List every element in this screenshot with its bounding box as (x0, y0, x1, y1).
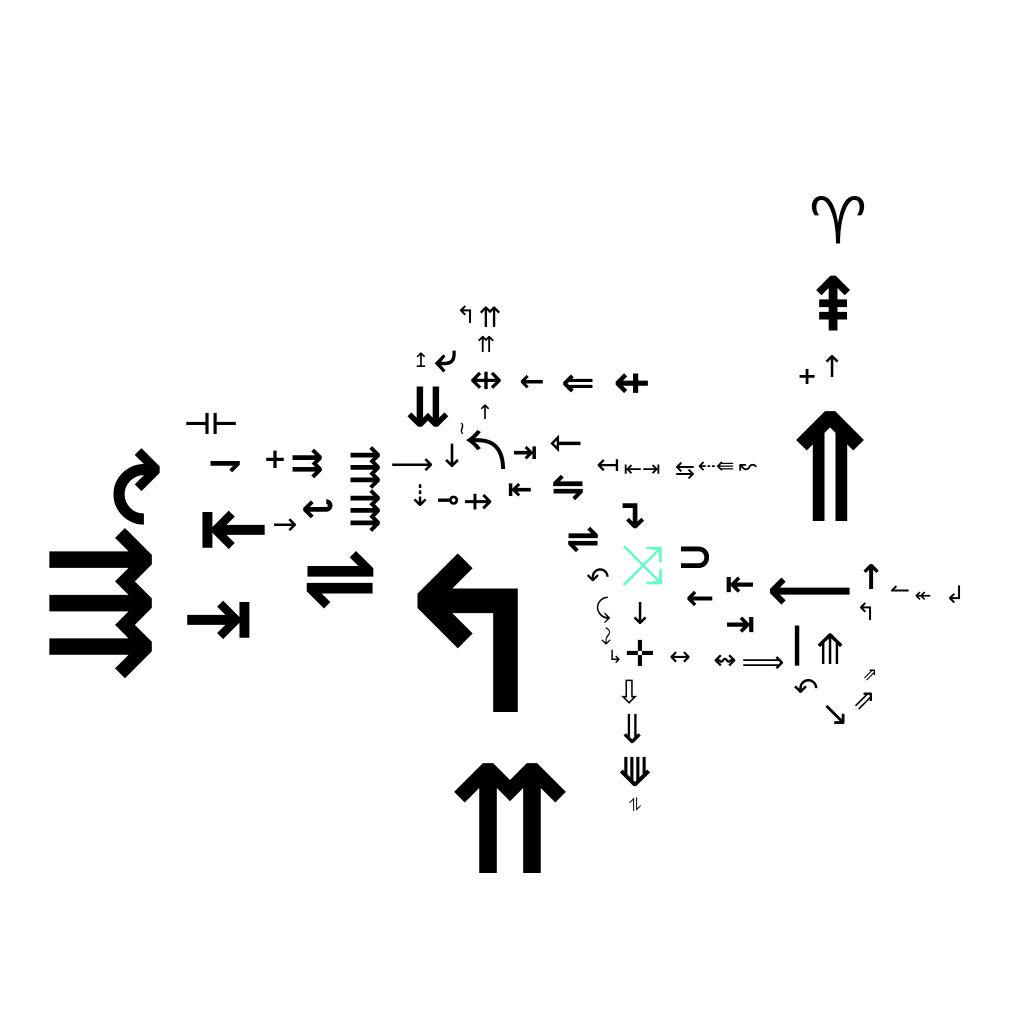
northeast-double-arrow-icon: ⇗ (852, 683, 876, 716)
left-right-arrow-icon: ↔ (669, 642, 691, 672)
dashed-down-arrow-icon: ⇣ (407, 479, 433, 514)
double-left-arrow-icon: ⇐ (561, 360, 595, 406)
white-northeast-arrow-icon: ⇗ (862, 664, 878, 685)
left-arrow-from-bar-icon: ↤ (596, 448, 620, 481)
long-double-right-arrow-icon: ⟹ (741, 645, 785, 680)
wave-down-arrow-icon: ⤳ (594, 626, 622, 646)
bar-icon: | (789, 620, 805, 666)
arrows-bar-icon: ⇤⇥ (623, 457, 661, 482)
left-arrow-from-bar-icon: ⇤ (507, 472, 533, 507)
white-down-arrow-icon: ⇩ (615, 673, 643, 711)
paired-up-arrows-icon: ⇈ (447, 735, 573, 909)
triple-up-arrow-icon: ⤊ (812, 625, 848, 674)
paired-up-arrows-icon: ⇈ (476, 333, 496, 358)
right-arrow-icon: → (272, 507, 298, 542)
down-then-left-arrow-icon: ↲ (944, 581, 966, 609)
cross-left-arrow-icon: ⇹ (469, 357, 503, 403)
open-left-arrow-icon: ⇽ (549, 420, 583, 466)
cross-icon: ✛ (624, 634, 656, 675)
up-arrow-icon: ↥ (412, 348, 430, 372)
up-arrow-icon: ↑ (476, 400, 494, 424)
right-then-down-arrow-icon: ↴ (613, 492, 647, 538)
left-arrow-icon: ← (519, 364, 545, 399)
paired-right-arrows-icon: ⇉ (290, 440, 324, 486)
anticlockwise-arrow-icon: ↶ (793, 672, 819, 707)
dashed-arrows-icon: ⇠⇚ (697, 454, 735, 479)
down-arrow-icon: ↓ (438, 437, 466, 475)
two-headed-left-arrow-icon: ↞ (914, 583, 932, 607)
left-right-arrows-icon: ⇆ (674, 456, 696, 484)
harpoons-right-left-icon: ⇌ (566, 516, 600, 562)
triple-right-arrow-icon: ⇶ (348, 487, 382, 533)
bar-pair-icon: ⊣⊢ (183, 407, 239, 442)
multimap-icon: ⊸ (436, 483, 460, 516)
up-arrow-icon: ↑ (819, 350, 845, 385)
harpoons-down-up-icon: ⥮ (628, 795, 642, 816)
plus-icon: + (796, 362, 818, 390)
harpoon-left-icon: ↼ (889, 576, 911, 604)
anticlockwise-arrow-icon: ↶ (586, 561, 610, 594)
paired-down-arrows-icon: ⇊ (404, 375, 452, 440)
paired-up-arrows-icon: ⇈ (478, 301, 502, 334)
right-arrow-to-bar-icon: ⇥ (512, 435, 538, 470)
u-turn-icon: ⊃ (676, 531, 714, 582)
double-down-arrow-icon: ⇓ (615, 707, 649, 753)
right-arrow-with-stroke-icon: ⇸ (462, 481, 494, 522)
long-left-arrow-icon: ⟵ (766, 555, 854, 625)
left-arrow-to-bar-icon: ⇤ (198, 478, 270, 578)
plus-icon: + (263, 442, 287, 475)
hook-left-arrow-icon: ↩ (301, 486, 335, 532)
up-then-left-arrow-icon: ↰ (382, 517, 558, 762)
long-right-arrow-icon: ⟶ (390, 447, 434, 482)
left-arrow-from-bar-icon: ⇤ (724, 564, 756, 605)
triple-right-arrow-icon: ⇶ (348, 444, 382, 490)
triple-right-arrow-icon: ⇶ (41, 518, 159, 681)
right-arrow-to-bar-icon: ⇥ (724, 604, 756, 645)
curved-down-left-arrow-icon: ⤶ (434, 335, 458, 381)
northwest-arrow-icon: ↖ (820, 695, 850, 735)
harpoon-right-icon: ⇁ (208, 440, 242, 486)
hook-up-arrow-icon: ⤴ (465, 430, 511, 470)
up-then-left-arrow-icon: ↰ (855, 598, 877, 626)
loop-down-arrow-icon: ⤹ (595, 594, 611, 624)
wave-icon: ≀ (458, 418, 466, 439)
left-arrow-with-stroke-icon: ⇷ (613, 357, 651, 408)
right-arrow-to-bar-icon: ⇥ (182, 568, 254, 668)
harpoons-right-left-icon: ⇌ (302, 525, 378, 630)
clockwise-curved-arrow-icon: ↷ (91, 447, 202, 527)
harpoons-left-right-icon: ⇋ (551, 464, 585, 510)
double-stroke-up-arrow-icon: ⇞ (801, 260, 865, 349)
cross-arrows-icon: ⤨ (619, 532, 665, 597)
wave-left-arrow-icon: ↜ (738, 454, 758, 479)
double-up-arrow-icon: ⇑ (767, 383, 893, 557)
left-arrow-icon: ← (685, 578, 715, 618)
down-arrow-icon: ↓ (627, 597, 653, 632)
aries-icon: ♈ (808, 184, 868, 260)
up-arrow-icon: ↑ (856, 558, 886, 598)
down-then-right-arrow-icon: ↳ (607, 647, 623, 668)
up-then-left-arrow-icon: ↰ (455, 301, 477, 329)
wave-left-right-arrow-icon: ↭ (713, 643, 737, 676)
quadruple-down-arrow-icon: ⟱ (618, 750, 652, 796)
